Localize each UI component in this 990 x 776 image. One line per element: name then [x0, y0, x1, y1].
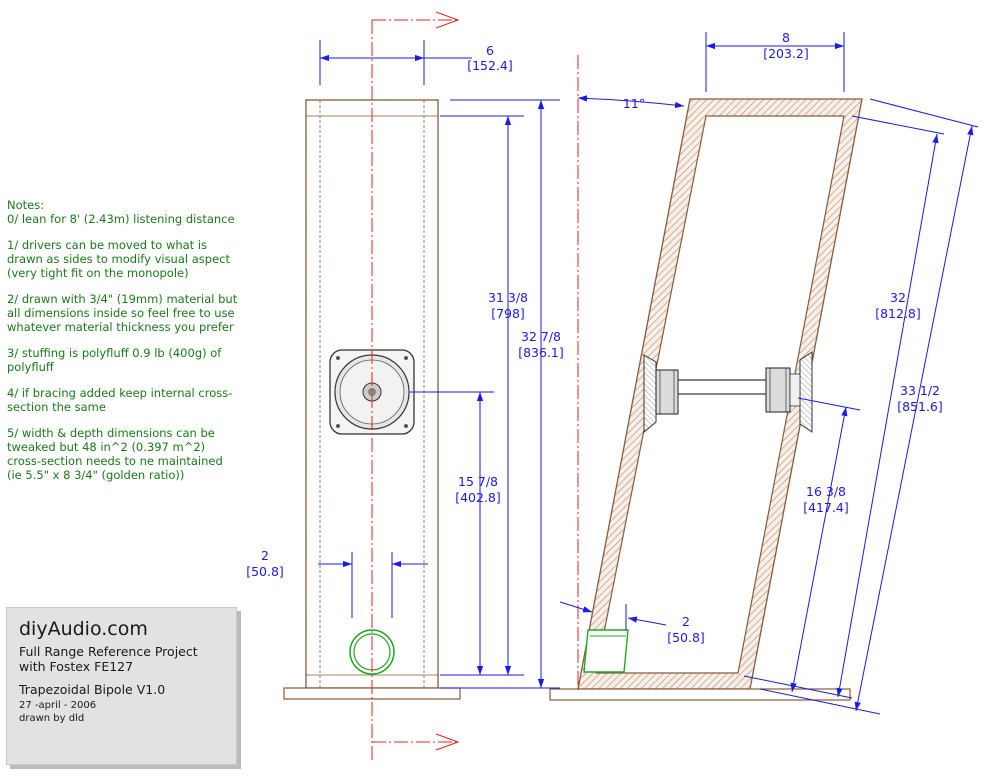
dim-side-port-offset-value: 2 [682, 614, 690, 629]
dim-side-outer-length-value: 33 1/2 [900, 383, 940, 398]
dim-port-width-value: 2 [261, 548, 269, 563]
dim-side-port-offset-metric: [50.8] [667, 630, 705, 645]
dim-side-outer-length-metric: [851.6] [897, 399, 943, 414]
dim-inner-height-metric: [798] [491, 306, 525, 321]
side-brace-rod [675, 379, 773, 395]
dim-side-driver-height [790, 406, 848, 693]
dim-driver-height-value: 15 7/8 [458, 474, 498, 489]
dim-inner-height-value: 31 3/8 [488, 290, 528, 305]
title-block: diyAudio.com Full Range Reference Projec… [6, 607, 237, 765]
side-port [583, 629, 629, 673]
side-view [549, 98, 863, 701]
front-centerline [371, 11, 460, 760]
side-driver-front [643, 354, 679, 434]
note-item: 5/ width & depth dimensions can be tweak… [7, 426, 223, 482]
design-name: Trapezoidal Bipole V1.0 [19, 682, 166, 697]
project-line-2: with Fostex FE127 [19, 659, 134, 674]
notes-heading: Notes: [7, 198, 45, 212]
dim-side-inner-length-value: 32 [890, 290, 906, 305]
dim-side-outer-length [854, 125, 974, 712]
dim-side-depth-metric: [203.2] [763, 46, 809, 61]
drawing-date: 27 -april - 2006 [19, 700, 97, 711]
dim-side-driver-height-value: 16 3/8 [806, 484, 846, 499]
front-port [349, 629, 395, 675]
notes-panel: Notes: 0/ lean for 8' (2.43m) listening … [7, 198, 239, 494]
note-item: 0/ lean for 8' (2.43m) listening distanc… [7, 212, 235, 226]
drawing-author: drawn by dld [19, 713, 85, 724]
dim-front-width-value: 6 [486, 43, 494, 58]
dim-side-inner-length-metric: [812.8] [875, 306, 921, 321]
dim-angle-value: 11° [623, 96, 645, 111]
dim-outer-height-value: 32 7/8 [521, 329, 561, 344]
dim-port-width-metric: [50.8] [246, 564, 284, 579]
dim-side-driver-height-metric: [417.4] [803, 500, 849, 515]
dim-side-inner-length [836, 133, 939, 698]
dim-side-depth-value: 8 [782, 30, 790, 45]
front-driver [329, 349, 415, 435]
note-item: 3/ stuffing is polyfluff 0.9 lb (400g) o… [7, 346, 222, 374]
note-item: 1/ drivers can be moved to what is drawn… [7, 238, 230, 280]
dim-driver-height-metric: [402.8] [455, 490, 501, 505]
note-item: 4/ if bracing added keep internal cross-… [7, 386, 233, 414]
dim-outer-height-metric: [836.1] [518, 345, 564, 360]
dimension-layer: 6 [152.4] 31 3/8 [798] 32 7/8 [836.1] 15… [246, 30, 979, 715]
note-item: 2/ drawn with 3/4" (19mm) material but a… [7, 292, 238, 334]
project-line-1: Full Range Reference Project [19, 644, 198, 659]
site-name: diyAudio.com [19, 618, 148, 640]
dim-front-width-metric: [152.4] [467, 58, 513, 73]
